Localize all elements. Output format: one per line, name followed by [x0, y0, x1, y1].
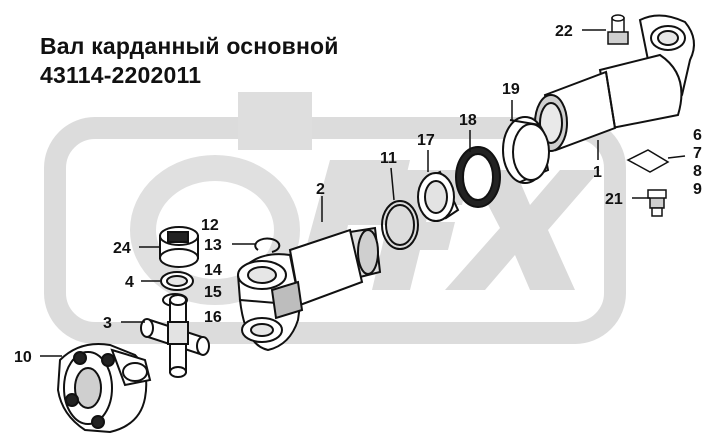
part-19-boot-ring — [502, 116, 550, 184]
callout-12: 12 — [201, 217, 219, 234]
callout-6: 6 — [693, 127, 702, 144]
callout-1: 1 — [593, 164, 602, 181]
callout-labels: 22 1 2 3 4 6 7 8 9 10 11 12 13 14 15 16 … — [14, 23, 702, 366]
callout-22: 22 — [555, 23, 573, 40]
callout-16: 16 — [204, 309, 222, 326]
diagram-title: Вал карданный основной — [40, 33, 339, 59]
leader-lines — [40, 29, 686, 357]
part-number: 43114-2202011 — [40, 62, 202, 88]
callout-7: 7 — [693, 145, 702, 162]
part-18-seal-ring — [455, 146, 501, 208]
callout-19: 19 — [502, 81, 520, 98]
part-21-plug-bolt — [647, 189, 667, 217]
part-3-spider-cross — [140, 294, 210, 378]
part-2-splined-shaft-yoke — [236, 226, 382, 352]
callout-17: 17 — [417, 132, 435, 149]
part-10-flange-yoke — [56, 343, 152, 434]
callout-11: 11 — [380, 150, 397, 167]
callout-9: 9 — [693, 181, 702, 198]
part-24-bearing-cup — [159, 226, 199, 268]
callout-21: 21 — [605, 191, 623, 208]
callout-8: 8 — [693, 163, 702, 180]
callout-2: 2 — [316, 181, 325, 198]
callout-4: 4 — [125, 274, 134, 291]
callout-10: 10 — [14, 349, 32, 366]
part-17-bushing — [417, 170, 460, 222]
callout-15: 15 — [204, 284, 222, 301]
part-22-grease-nipple — [607, 14, 629, 45]
part-13-circlip — [254, 237, 281, 253]
part-14-seal — [160, 271, 194, 291]
callout-18: 18 — [459, 112, 477, 129]
part-1-slip-yoke — [534, 14, 695, 152]
callout-13: 13 — [204, 237, 222, 254]
callout-3: 3 — [103, 315, 112, 332]
part-6-9-balance-plate — [626, 149, 670, 173]
part-11-snap-ring — [381, 200, 419, 250]
callout-24: 24 — [113, 240, 131, 257]
callout-14: 14 — [204, 262, 222, 279]
